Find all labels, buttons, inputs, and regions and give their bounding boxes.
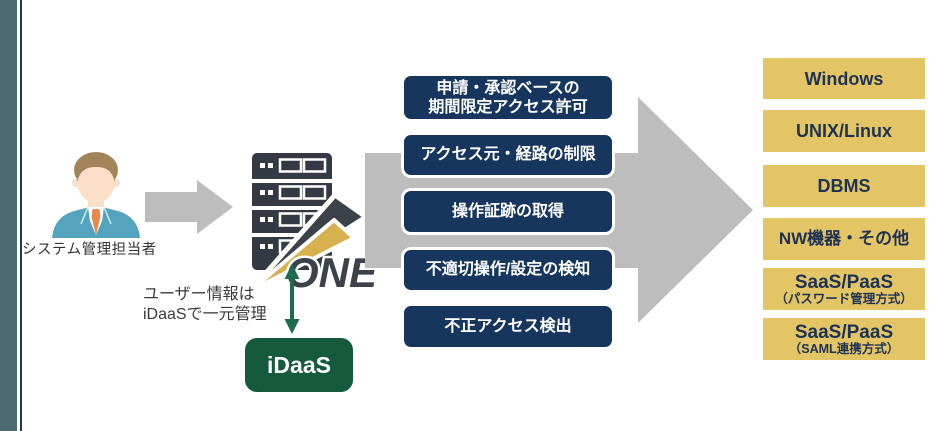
feature-label: 期間限定アクセス許可 [428,98,588,116]
target-title: UNIX/Linux [795,121,892,141]
left-rail-line [20,0,22,431]
feature-label: 操作証跡の取得 [451,202,564,220]
target-box-saas-password: SaaS/PaaS （パスワード管理方式） [763,268,925,310]
target-title: Windows [804,68,884,89]
tie [91,209,101,235]
target-box-saas-saml: SaaS/PaaS （SAML連携方式） [763,318,925,360]
idaas-note-line1: ユーザー情報は [143,286,255,303]
hair-front [76,157,116,182]
idaas-note-line2: iDaaSで一元管理 [143,305,267,323]
left-rail-bar [0,0,17,431]
face [77,159,115,203]
lapel-right [103,206,112,225]
one-server-icon: ONE [247,153,375,299]
target-subtitle: （パスワード管理方式） [775,291,913,306]
server-units [252,179,332,237]
idaas-sync-arrow-icon [284,264,300,334]
feature-label: 申請・承認ベースの [436,79,580,97]
target-box-windows: Windows [763,58,925,99]
target-title: SaaS/PaaS [794,271,894,293]
logo-wing-gold [248,218,356,293]
feature-box-misuse-detection: 不適切操作/設定の検知 [401,247,615,293]
feature-label: 不適切操作/設定の検知 [425,261,591,278]
lapel-left [80,206,89,225]
feature-box-route-restriction: アクセス元・経路の制限 [401,132,615,178]
idaas-label: iDaaS [267,351,331,378]
target-box-unix-linux: UNIX/Linux [763,110,925,152]
arrow-admin-to-server-icon [145,180,233,234]
target-subtitle: （SAML連携方式） [788,341,900,356]
admin-avatar [52,152,140,238]
target-box-dbms: DBMS [763,165,925,207]
server-leds [260,163,273,249]
target-title: SaaS/PaaS [794,321,894,343]
idaas-box: iDaaS [245,338,353,392]
actor-label: システム管理担当者 [22,242,157,258]
target-title: NW機器・その他 [778,229,910,248]
feature-box-operation-log: 操作証跡の取得 [401,188,615,235]
feature-box-unauthorized-access: 不正アクセス検出 [401,303,615,350]
target-box-network-devices: NW機器・その他 [763,218,925,260]
feature-label: アクセス元・経路の制限 [420,146,596,163]
logo-one-text: ONE [286,249,375,296]
idaas-note: ユーザー情報は iDaaSで一元管理 [143,285,267,324]
target-title: DBMS [817,176,871,196]
feature-box-access-approval: 申請・承認ベースの 期間限定アクセス許可 [401,73,615,122]
feature-label: 不正アクセス検出 [444,317,572,335]
